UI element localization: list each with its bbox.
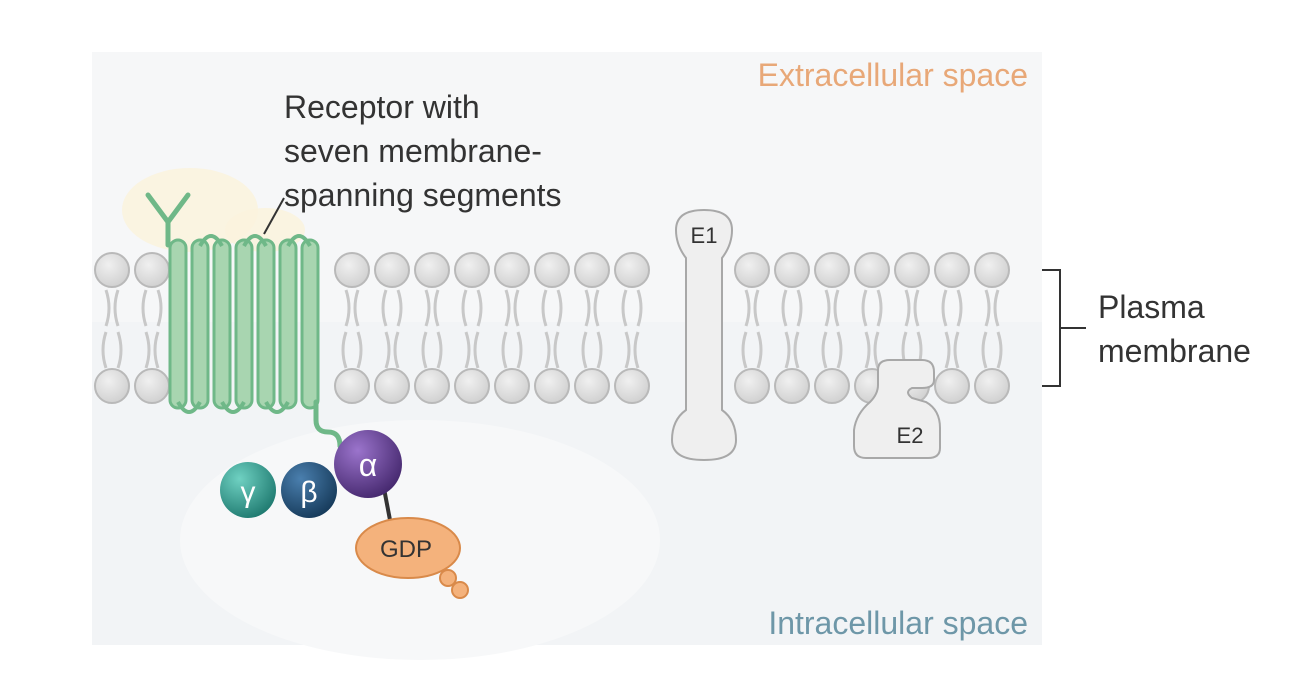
intracellular-label: Intracellular space xyxy=(768,605,1028,641)
receptor-label-line2: seven membrane- xyxy=(284,133,542,169)
receptor-loop xyxy=(242,234,268,248)
alpha-subunit xyxy=(334,430,402,498)
receptor-label-pointer xyxy=(263,197,285,235)
gdp-phosphate-1 xyxy=(439,569,457,587)
lipid-head xyxy=(734,368,770,404)
lipid-tails xyxy=(541,289,563,369)
e2-label: E2 xyxy=(897,423,924,448)
lipid-tails xyxy=(861,289,883,369)
lipid-tails xyxy=(581,289,603,369)
lipid-head xyxy=(574,252,610,288)
lipid-head xyxy=(334,252,370,288)
gamma-symbol: γ xyxy=(241,476,256,509)
alpha-symbol: α xyxy=(359,447,378,483)
lipid-head xyxy=(974,368,1010,404)
receptor-label-line1: Receptor with xyxy=(284,89,480,125)
lipid-tails xyxy=(381,289,403,369)
gamma-subunit xyxy=(220,462,276,518)
receptor-loop xyxy=(198,234,224,248)
lipid-head xyxy=(934,368,970,404)
receptor-glow xyxy=(122,168,258,252)
protein-e2: E2 xyxy=(853,359,941,459)
receptor-loop xyxy=(220,400,246,414)
receptor-c-terminus xyxy=(313,399,349,459)
plasma-membrane-label-line1: Plasma xyxy=(1098,289,1205,325)
lipid-head xyxy=(534,368,570,404)
lipid-tails xyxy=(781,289,803,369)
receptor-helix xyxy=(234,238,254,410)
lipid-head xyxy=(334,368,370,404)
receptor-n-terminus xyxy=(145,192,191,248)
lipid-head xyxy=(574,368,610,404)
receptor-helix xyxy=(300,238,320,410)
beta-symbol: β xyxy=(300,476,317,509)
lipid-head xyxy=(414,368,450,404)
receptor-helix xyxy=(256,238,276,410)
gdp-phosphate-2 xyxy=(451,581,469,599)
receptor-loop xyxy=(176,400,202,414)
membrane-bracket xyxy=(1042,269,1086,387)
receptor-helix xyxy=(278,238,298,410)
receptor-seven-tm xyxy=(145,192,349,459)
g-protein: γ β α GDP xyxy=(220,430,469,599)
lipid-head xyxy=(894,252,930,288)
beta-subunit xyxy=(281,462,337,518)
lipid-head xyxy=(94,368,130,404)
lipid-tails xyxy=(141,289,163,369)
extracellular-label: Extracellular space xyxy=(758,57,1028,93)
lipid-tails xyxy=(741,289,763,369)
receptor-helix xyxy=(168,238,188,410)
e1-label: E1 xyxy=(691,223,718,248)
gdp-label: GDP xyxy=(380,536,432,563)
lipid-head xyxy=(454,252,490,288)
lipid-tails xyxy=(501,289,523,369)
protein-e1: E1 xyxy=(670,208,738,462)
lipid-head xyxy=(774,252,810,288)
lipid-head xyxy=(734,252,770,288)
lipid-head xyxy=(814,252,850,288)
lipid-tails xyxy=(941,289,963,369)
receptor-loop xyxy=(264,400,290,414)
lipid-head xyxy=(854,252,890,288)
receptor-helix xyxy=(212,238,232,410)
gdp-body xyxy=(355,517,461,579)
lipid-head xyxy=(774,368,810,404)
lipid-head xyxy=(614,252,650,288)
lipid-head xyxy=(374,252,410,288)
lipid-head xyxy=(494,252,530,288)
lipid-head xyxy=(454,368,490,404)
lipid-head xyxy=(94,252,130,288)
plasma-membrane-label-line2: membrane xyxy=(1098,333,1251,369)
lipid-tails xyxy=(341,289,363,369)
lipid-tails xyxy=(821,289,843,369)
lipid-head xyxy=(494,368,530,404)
lipid-tails xyxy=(981,289,1003,369)
lipid-tails xyxy=(101,289,123,369)
receptor-helix xyxy=(190,238,210,410)
lipid-head xyxy=(814,368,850,404)
lipid-head xyxy=(134,368,170,404)
receptor-loop xyxy=(286,234,312,248)
lipid-tails xyxy=(621,289,643,369)
receptor-label-line3: spanning segments xyxy=(284,177,562,213)
lipid-tails xyxy=(421,289,443,369)
lipid-head xyxy=(134,252,170,288)
lipid-head xyxy=(374,368,410,404)
lipid-head xyxy=(934,252,970,288)
lipid-tails xyxy=(461,289,483,369)
lipid-head xyxy=(974,252,1010,288)
lipid-tails xyxy=(901,289,923,369)
lipid-head xyxy=(534,252,570,288)
lipid-head xyxy=(414,252,450,288)
lipid-head xyxy=(614,368,650,404)
